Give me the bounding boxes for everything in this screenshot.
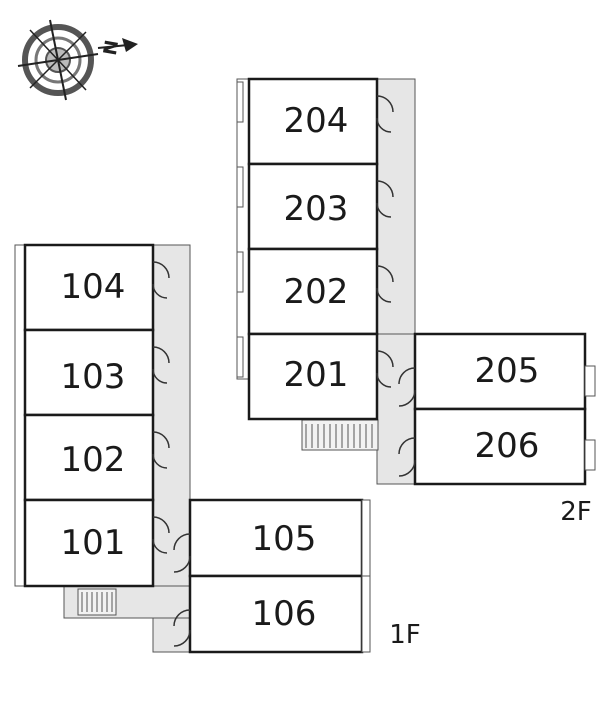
window-201: [236, 336, 244, 378]
balcony-1f: [14, 244, 26, 587]
room-205: [413, 332, 587, 411]
floor-label-2f: 2F: [560, 497, 592, 527]
room-label-102: 102: [61, 440, 126, 480]
room-label-106: 106: [252, 594, 317, 634]
room-label-201: 201: [284, 355, 349, 395]
floor-1f-plan: 104 103 102 101 105 106 1F: [14, 243, 421, 654]
door-swings-2f: [376, 95, 416, 477]
room-label-204: 204: [284, 101, 349, 141]
room-101: [23, 498, 155, 588]
room-label-101: 101: [61, 523, 126, 563]
room-201: [247, 332, 379, 421]
corridor-2f: [376, 78, 416, 485]
door-swings-1f: [152, 261, 191, 647]
window-206: [584, 439, 596, 471]
room-206: [413, 407, 587, 486]
window-204: [236, 81, 244, 123]
room-label-104: 104: [61, 267, 126, 307]
room-103: [23, 328, 155, 417]
room-label-206: 206: [475, 426, 540, 466]
room-label-202: 202: [284, 272, 349, 312]
room-label-105: 105: [252, 519, 317, 559]
balcony-2f: [236, 78, 250, 380]
compass-rose-icon: N: [17, 19, 138, 101]
floor-label-1f: 1F: [389, 620, 421, 650]
room-label-103: 103: [61, 357, 126, 397]
window-203: [236, 166, 244, 208]
window-205: [584, 365, 596, 397]
room-label-203: 203: [284, 189, 349, 229]
window-202: [236, 251, 244, 293]
window-106: [361, 575, 371, 653]
stair-1f: [77, 588, 117, 616]
window-105: [361, 499, 371, 577]
floor-2f-plan: 204 203 202 201 205 206 2F: [236, 77, 596, 527]
room-106: [188, 574, 364, 654]
compass-north-label: N: [100, 38, 123, 56]
room-label-205: 205: [475, 351, 540, 391]
stair-2f: [301, 419, 379, 451]
